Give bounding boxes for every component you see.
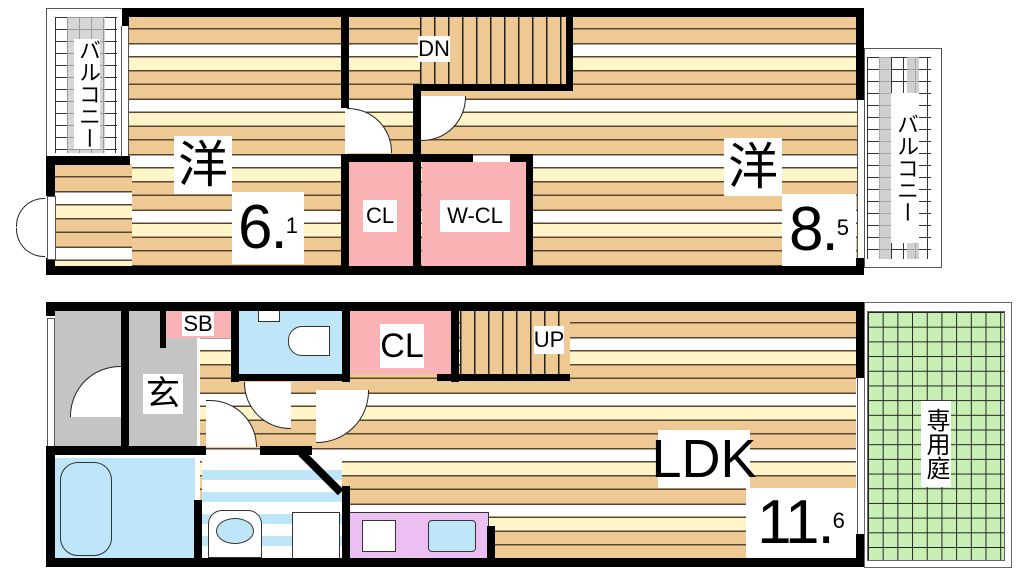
stove [362, 520, 396, 552]
upper-floor: バルコニー DN DN CL W-CL 洋 6.1 洋 [0, 0, 1024, 280]
western-room-1-size: 6.1 [232, 192, 304, 264]
western-room-2-size: 8.5 [782, 194, 856, 266]
ldk-size: 11.6 [746, 488, 856, 558]
closet-1-label: CL [363, 200, 397, 232]
window-left-upper [121, 26, 129, 156]
balcony-right: バルコニー [864, 48, 942, 268]
western-room-1-label: 洋 [174, 136, 232, 194]
lower-floor: SB 玄 CL UP LDK 11.6 [0, 290, 1024, 576]
balcony-right-label: バルコニー [891, 93, 919, 243]
washing-machine-space [292, 512, 340, 560]
private-garden-label: 専用庭 [921, 401, 951, 487]
door-exterior-west[interactable] [16, 198, 46, 258]
sink [428, 520, 476, 552]
western-room-2-label: 洋 [724, 138, 782, 196]
closet-2-label: CL [380, 324, 424, 368]
window-west [47, 196, 56, 260]
balcony-left: バルコニー [46, 8, 124, 160]
ldk-label: LDK [651, 429, 757, 489]
stairs-up-label: UP [533, 326, 565, 354]
bathtub [60, 462, 112, 556]
private-garden: 専用庭 [864, 302, 1012, 568]
walk-in-closet-label: W-CL [440, 200, 510, 232]
balcony-left-label: バルコニー [74, 39, 100, 149]
entrance-label: 玄 [143, 374, 183, 414]
shoe-box-label: SB [182, 311, 214, 336]
